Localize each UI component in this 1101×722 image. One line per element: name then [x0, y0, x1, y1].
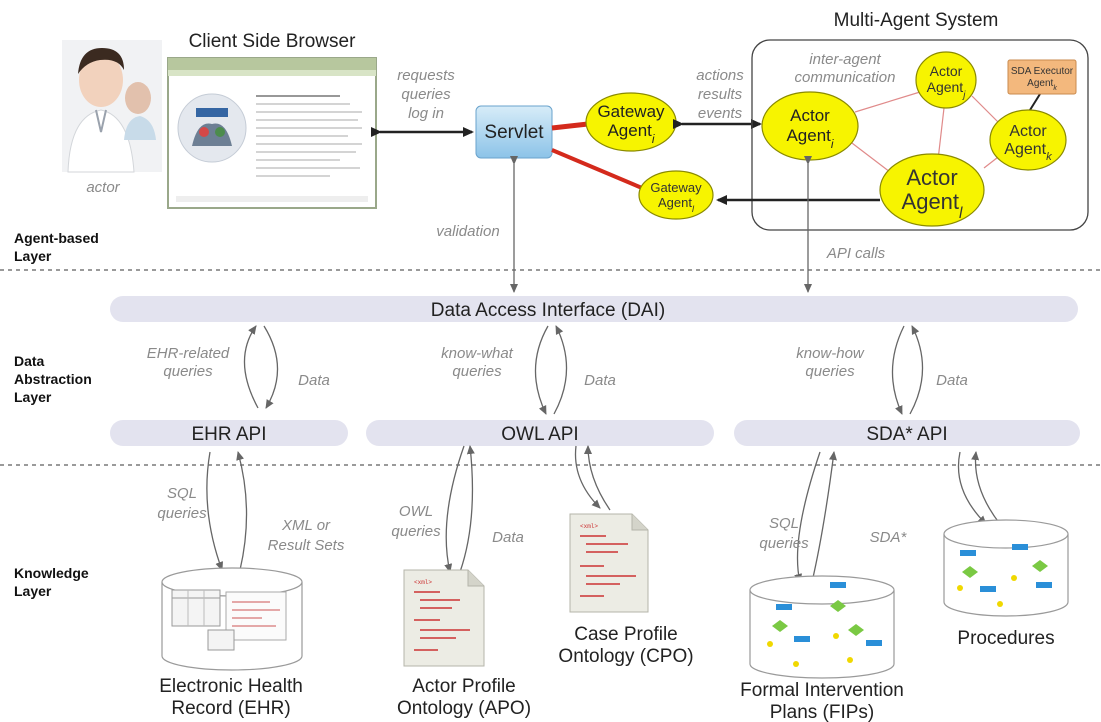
cpo-doc-snippet: <xml> — [580, 523, 598, 530]
ehr-api-bar — [110, 420, 348, 446]
link-actor-i-l — [847, 139, 891, 173]
apo-document-icon: <xml> — [403, 569, 485, 667]
procedures-query-arrow — [957, 451, 987, 525]
procedures-label: Procedures — [957, 628, 1054, 649]
ehr-data-arrow — [263, 325, 279, 409]
fip-database-icon — [749, 575, 895, 679]
dai-bar — [110, 296, 1078, 322]
servlet-gateway-l-link — [551, 148, 643, 190]
link-actor-i-j — [854, 91, 921, 113]
owl-query-arrow — [444, 445, 465, 573]
data-owl-label: Data — [584, 372, 616, 389]
browser-title: Client Side Browser — [189, 31, 357, 52]
actor-agent-l — [879, 153, 985, 227]
link-actor-j-k — [971, 95, 1001, 125]
ehr-database-icon — [161, 567, 303, 671]
sda-executor-agent — [1007, 59, 1077, 95]
sda-api-bar — [734, 420, 1080, 446]
sql-fip-arrow — [794, 451, 821, 583]
mas-container — [751, 39, 1089, 231]
fip-sda-arrow — [811, 451, 837, 583]
know-how-arrow — [891, 325, 905, 415]
know-what-arrow — [534, 325, 549, 415]
apo-data-arrow — [459, 445, 475, 573]
browser-window-image — [167, 57, 377, 209]
mas-title: Multi-Agent System — [834, 10, 999, 31]
owl-cpo-query-arrow — [574, 445, 601, 509]
sql-ehr-arrow — [206, 451, 224, 571]
xml-result-arrow — [236, 451, 248, 571]
owl-api-bar — [366, 420, 714, 446]
actor-label: actor — [86, 179, 120, 196]
data-apo-label: Data — [492, 529, 524, 546]
procedures-database-icon — [943, 519, 1069, 617]
procedures-data-arrow — [971, 451, 1001, 525]
sda-api-label: SDA* API — [866, 424, 947, 445]
link-actor-k-sda — [1029, 93, 1041, 111]
actor-agent-j — [915, 51, 977, 109]
owl-api-label: OWL API — [501, 424, 578, 445]
data-sda-label: Data — [936, 372, 968, 389]
actor-photo-image — [62, 40, 162, 173]
sda-data-arrow — [909, 325, 924, 415]
actor-agent-k — [989, 109, 1067, 171]
ehr-api-label: EHR API — [192, 424, 267, 445]
ehr-query-arrow — [243, 325, 259, 409]
servlet-gateway-i-link — [551, 121, 589, 131]
link-actor-j-l — [937, 107, 945, 161]
data-ehr-label: Data — [298, 372, 330, 389]
cpo-data-arrow — [584, 445, 611, 511]
dai-label: Data Access Interface (DAI) — [431, 300, 665, 321]
gateway-agent-l — [638, 170, 714, 220]
servlet-label: Servlet — [484, 122, 544, 143]
apo-doc-snippet: <xml> — [414, 579, 432, 586]
validation-label: validation — [436, 223, 499, 240]
sda-star-label: SDA* — [870, 529, 908, 546]
api-calls-label: API calls — [826, 245, 886, 262]
cpo-document-icon: <xml> — [569, 513, 649, 613]
owl-data-arrow — [553, 325, 568, 415]
